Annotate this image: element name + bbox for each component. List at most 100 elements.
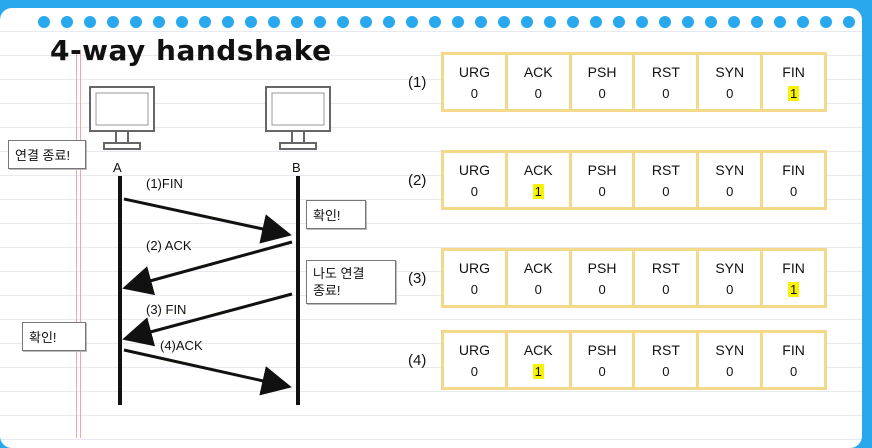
flag-value: 0 [534,281,542,297]
flag-value: 0 [726,281,734,297]
flag-value: 0 [598,363,606,379]
binding-hole [291,16,303,28]
flag-name: FIN [782,161,805,178]
binding-hole [337,16,349,28]
flag-cell: ACK 1 [508,333,572,387]
flag-value: 0 [726,183,734,199]
flag-value: 0 [470,85,479,101]
flag-name: URG [458,259,490,276]
flag-value: 0 [598,85,606,101]
binding-hole [130,16,142,28]
flag-cell: URG 0 [444,333,508,387]
flag-value: 0 [662,85,670,101]
binding-hole [199,16,211,28]
flag-value: 0 [470,363,479,379]
flag-name: FIN [782,259,805,276]
flag-name: ACK [523,341,553,358]
binding-hole [636,16,648,28]
slide: 4-way handshake A B (1)FIN [0,8,862,448]
binding-hole [153,16,165,28]
binding-hole [682,16,694,28]
computer-b-icon [265,86,331,150]
message-1-label: (1)FIN [146,176,183,191]
message-2-label: (2) ACK [146,238,192,253]
flag-cell: SYN 0 [699,251,764,305]
flag-name: SYN [715,259,745,276]
flag-name: RST [651,341,680,358]
flag-value: 0 [789,363,798,379]
flag-name: SYN [715,63,745,80]
binding-hole [659,16,671,28]
flag-value: 0 [470,183,479,199]
flag-value: 0 [598,183,606,199]
speech-bubble-a-confirm: 확인! [22,322,86,351]
flag-name: ACK [523,259,553,276]
flag-name: FIN [782,63,805,80]
flag-cell: SYN 0 [699,55,764,109]
binding-hole [61,16,73,28]
host-b-label: B [292,160,301,175]
arrow-4-ack [123,348,292,396]
step-label: (1) [408,74,427,91]
flag-value: 0 [726,85,734,101]
flag-value: 0 [662,183,670,199]
flag-name: ACK [523,63,553,80]
flag-name: PSH [587,341,617,358]
host-a-label: A [113,160,122,175]
message-4-label: (4)ACK [160,338,203,353]
binding-hole [383,16,395,28]
margin-line-2 [80,50,81,438]
binding-hole [498,16,510,28]
flag-name: URG [458,341,490,358]
flag-value: 1 [787,281,800,297]
binding-hole [38,16,50,28]
step-label: (4) [408,352,427,369]
binding-hole [728,16,740,28]
flag-value: 0 [662,281,670,297]
binding-hole [222,16,234,28]
flag-name: PSH [587,63,617,80]
flag-cell: FIN 1 [763,55,824,109]
binding-hole [314,16,326,28]
binding-hole [797,16,809,28]
binding-hole [245,16,257,28]
flag-cell: RST 0 [635,333,700,387]
flag-name: FIN [782,341,805,358]
binding-hole [613,16,625,28]
flag-value: 0 [662,363,670,379]
binding-hole [107,16,119,28]
flag-value: 0 [470,281,479,297]
flag-cell: PSH 0 [572,333,636,387]
flag-value: 1 [532,363,544,379]
flag-cell: FIN 0 [763,333,824,387]
flag-cell: FIN 1 [763,251,824,305]
flag-value: 0 [598,281,606,297]
binding-hole [429,16,441,28]
bubble-b-close-line-1: 나도 연결 [313,266,365,281]
binding-hole [406,16,418,28]
arrow-3-fin [122,292,293,347]
binding-hole [521,16,533,28]
flag-cell: ACK 0 [508,251,572,305]
binding-hole [176,16,188,28]
flag-value: 0 [534,85,542,101]
flag-name: RST [651,259,680,276]
binding-hole [590,16,602,28]
bubble-b-close-line-2: 종료! [313,283,341,298]
flag-cell: ACK 0 [508,55,572,109]
flag-value: 1 [787,85,800,101]
flag-cell: FIN 0 [763,153,824,207]
binding-hole [544,16,556,28]
margin-line [76,50,77,438]
flag-value: 0 [789,183,798,199]
